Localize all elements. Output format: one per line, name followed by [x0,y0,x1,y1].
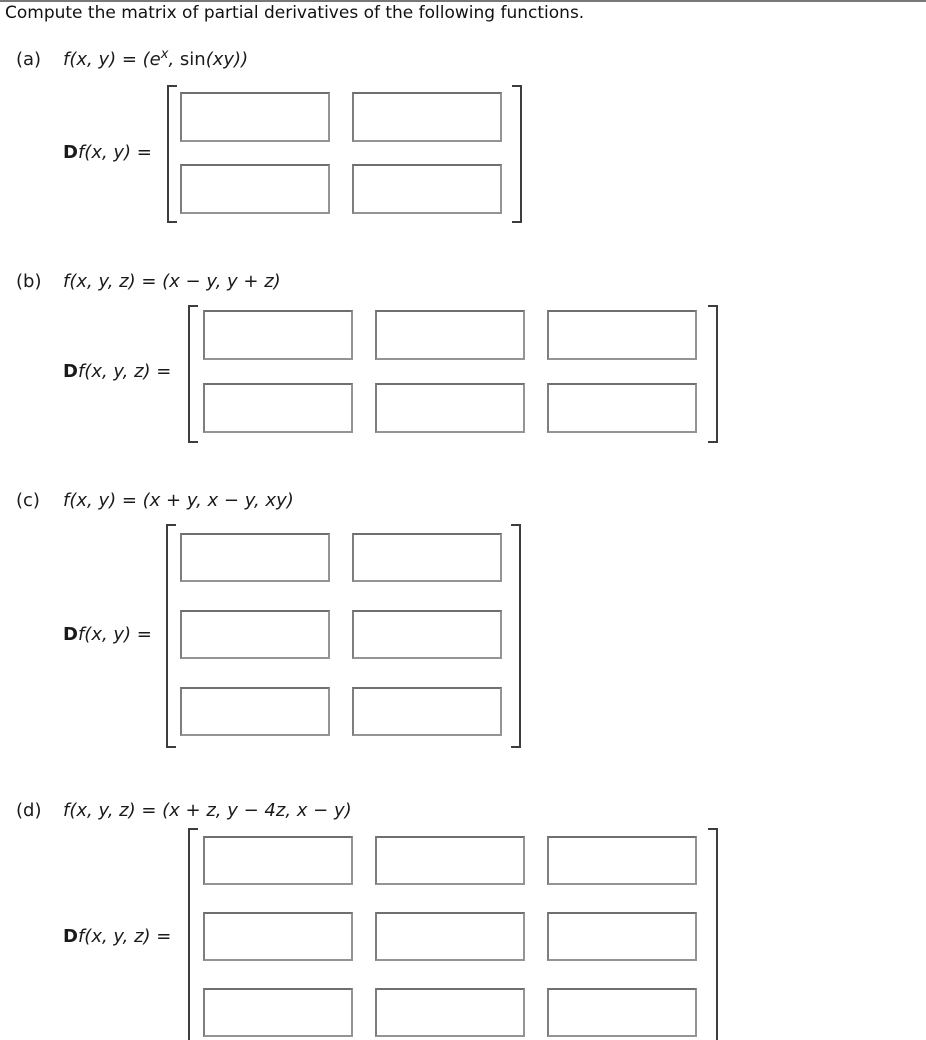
matrix-c-input-r1c1[interactable] [180,533,330,582]
matrix-d-right-bracket [708,828,718,1040]
matrix-b-left-bracket [188,305,198,443]
matrix-c-left-bracket [166,524,176,748]
matrix-b-input-r1c2[interactable] [375,310,525,360]
part-b-function: f(x, y, z) = (x − y, y + z) [63,271,281,292]
derivative-D: D [63,142,78,163]
part-b-matrix-label: Df(x, y, z) = [63,361,172,382]
part-a-matrix-label: Df(x, y) = [63,142,152,163]
matrix-d-input-r3c3[interactable] [547,988,697,1037]
matrix-d-input-r3c1[interactable] [203,988,353,1037]
matrix-a-input-r2c2[interactable] [352,164,502,214]
part-c-label: (c) [16,490,40,511]
part-a-func-seg3: (xy)) [205,49,249,70]
matrix-b-input-r2c2[interactable] [375,383,525,433]
derivative-D: D [63,624,78,645]
matrix-d [203,836,697,1037]
part-a-func-seg2: , [168,49,180,70]
sin-function-name: sin [179,49,206,70]
matrix-a-left-bracket [167,85,177,223]
matrix-b-right-bracket [708,305,718,443]
derivative-D: D [63,361,78,382]
matrix-a-input-r2c1[interactable] [180,164,330,214]
matrix-d-input-r1c2[interactable] [375,836,525,885]
part-a-label: (a) [16,49,42,70]
matrix-c-input-r2c2[interactable] [352,610,502,659]
matrix-c-input-r2c1[interactable] [180,610,330,659]
matrix-d-input-r1c1[interactable] [203,836,353,885]
matrix-b [203,310,697,433]
part-c-function: f(x, y) = (x + y, x − y, xy) [63,490,294,511]
page-title: Compute the matrix of partial derivative… [5,3,585,23]
matrix-c-input-r1c2[interactable] [352,533,502,582]
matrix-a [180,92,502,214]
part-d-label: (d) [16,800,42,821]
matrix-d-left-bracket [188,828,198,1040]
part-a-func-seg1: f(x, y) = (e [63,49,161,70]
derivative-D: D [63,926,78,947]
matrix-b-input-r2c3[interactable] [547,383,697,433]
matrix-d-input-r1c3[interactable] [547,836,697,885]
part-d-matrix-label: Df(x, y, z) = [63,926,172,947]
part-c-matrix-label: Df(x, y) = [63,624,152,645]
matrix-c-input-r3c1[interactable] [180,687,330,736]
part-d-function: f(x, y, z) = (x + z, y − 4z, x − y) [63,800,352,821]
part-b-label: (b) [16,271,42,292]
matrix-d-input-r3c2[interactable] [375,988,525,1037]
matrix-d-input-r2c2[interactable] [375,912,525,961]
part-a-function: f(x, y) = (ex, sin(xy)) [63,47,249,71]
matrix-b-input-r1c1[interactable] [203,310,353,360]
matrix-a-input-r1c1[interactable] [180,92,330,142]
matrix-a-input-r1c2[interactable] [352,92,502,142]
superscript-x: x [160,47,169,62]
matrix-c [180,533,502,736]
matrix-b-input-r1c3[interactable] [547,310,697,360]
matrix-c-right-bracket [511,524,521,748]
matrix-a-right-bracket [512,85,522,223]
page-top-border [0,0,926,2]
matrix-d-input-r2c1[interactable] [203,912,353,961]
matrix-b-input-r2c1[interactable] [203,383,353,433]
matrix-c-input-r3c2[interactable] [352,687,502,736]
matrix-d-input-r2c3[interactable] [547,912,697,961]
